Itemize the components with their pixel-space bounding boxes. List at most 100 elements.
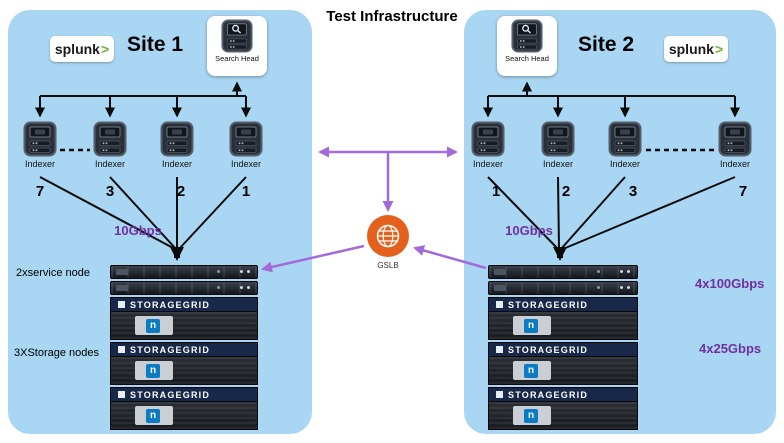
server-icon bbox=[160, 121, 194, 157]
drive-panel: n bbox=[513, 361, 551, 380]
storagegrid-banner: STORAGEGRID bbox=[110, 387, 258, 401]
netapp-logo-mark-icon bbox=[496, 391, 503, 398]
storagegrid-label: STORAGEGRID bbox=[508, 389, 589, 400]
search-head-icon bbox=[221, 19, 253, 53]
netapp-logo-icon: n bbox=[146, 408, 160, 423]
site2-nic-bottom-label: 4x25Gbps bbox=[699, 341, 762, 356]
gslb-label: GSLB bbox=[377, 261, 399, 270]
service-node-server bbox=[488, 265, 638, 279]
server-icon bbox=[541, 121, 575, 157]
site1-search-head: Search Head bbox=[207, 16, 267, 76]
site2-indexer-3: Indexer bbox=[603, 121, 647, 169]
gslb-globe-icon bbox=[367, 215, 409, 257]
site2-indexer-count-3: 3 bbox=[628, 183, 638, 200]
storagegrid-chassis: n bbox=[488, 356, 638, 385]
site1-indexer-3: Indexer bbox=[155, 121, 199, 169]
diagram-title: Test Infrastructure bbox=[326, 8, 458, 25]
storagegrid-node: STORAGEGRID n bbox=[110, 387, 258, 430]
storagegrid-label: STORAGEGRID bbox=[130, 344, 211, 355]
search-head-icon bbox=[511, 19, 543, 53]
site2-indexer-4: Indexer bbox=[713, 121, 757, 169]
indexer-label: Indexer bbox=[161, 159, 193, 169]
search-head-label: Search Head bbox=[505, 54, 549, 63]
server-icon bbox=[608, 121, 642, 157]
server-icon bbox=[23, 121, 57, 157]
storagegrid-banner: STORAGEGRID bbox=[488, 387, 638, 401]
splunk-arrow: > bbox=[714, 41, 724, 57]
server-icon bbox=[93, 121, 127, 157]
service-node-server bbox=[488, 281, 638, 295]
site2-indexer-count-4: 7 bbox=[738, 183, 748, 200]
netapp-logo-icon: n bbox=[524, 408, 538, 423]
netapp-logo-mark-icon bbox=[118, 346, 125, 353]
storagegrid-chassis: n bbox=[488, 311, 638, 340]
site2-indexer-2: Indexer bbox=[536, 121, 580, 169]
storagegrid-chassis: n bbox=[110, 356, 258, 385]
netapp-logo-mark-icon bbox=[118, 391, 125, 398]
site2-indexer-count-1: 1 bbox=[491, 183, 501, 200]
site1-bandwidth-label: 10Gbps bbox=[114, 223, 162, 238]
service-node-server bbox=[110, 265, 258, 279]
storagegrid-banner: STORAGEGRID bbox=[488, 297, 638, 311]
storagegrid-node: STORAGEGRID n bbox=[110, 342, 258, 385]
storagegrid-banner: STORAGEGRID bbox=[110, 297, 258, 311]
indexer-label: Indexer bbox=[230, 159, 262, 169]
splunk-arrow: > bbox=[100, 41, 110, 57]
storagegrid-banner: STORAGEGRID bbox=[110, 342, 258, 356]
search-head-label: Search Head bbox=[215, 54, 259, 63]
storagegrid-chassis: n bbox=[488, 401, 638, 430]
netapp-logo-icon: n bbox=[146, 363, 160, 378]
netapp-logo-icon: n bbox=[146, 318, 160, 333]
netapp-logo-icon: n bbox=[524, 318, 538, 333]
site1-indexer-count-2: 3 bbox=[105, 183, 115, 200]
storagegrid-banner: STORAGEGRID bbox=[488, 342, 638, 356]
indexer-label: Indexer bbox=[719, 159, 751, 169]
storagegrid-node: STORAGEGRID n bbox=[488, 342, 638, 385]
drive-panel: n bbox=[513, 406, 551, 425]
storagegrid-label: STORAGEGRID bbox=[130, 299, 211, 310]
drive-panel: n bbox=[513, 316, 551, 335]
drive-panel: n bbox=[135, 406, 173, 425]
site1-indexer-count-3: 2 bbox=[176, 183, 186, 200]
netapp-logo-mark-icon bbox=[496, 301, 503, 308]
indexer-label: Indexer bbox=[542, 159, 574, 169]
storagegrid-chassis: n bbox=[110, 311, 258, 340]
site1-title: Site 1 bbox=[127, 33, 184, 56]
server-icon bbox=[229, 121, 263, 157]
storagegrid-label: STORAGEGRID bbox=[508, 299, 589, 310]
site2-nic-top-label: 4x100Gbps bbox=[695, 276, 765, 291]
indexer-label: Indexer bbox=[24, 159, 56, 169]
storagegrid-label: STORAGEGRID bbox=[130, 389, 211, 400]
storagegrid-node: STORAGEGRID n bbox=[488, 297, 638, 340]
server-icon bbox=[718, 121, 752, 157]
indexer-label: Indexer bbox=[609, 159, 641, 169]
site1-indexer-4: Indexer bbox=[224, 121, 268, 169]
site2-title: Site 2 bbox=[578, 33, 635, 56]
storagegrid-label: STORAGEGRID bbox=[508, 344, 589, 355]
drive-panel: n bbox=[135, 361, 173, 380]
splunk-logo: splunk> bbox=[664, 36, 728, 62]
storage-nodes-label: 3XStorage nodes bbox=[14, 347, 100, 359]
storagegrid-node: STORAGEGRID n bbox=[110, 297, 258, 340]
site2-bandwidth-label: 10Gbps bbox=[505, 223, 553, 238]
site2-search-head: Search Head bbox=[497, 16, 557, 76]
netapp-logo-mark-icon bbox=[118, 301, 125, 308]
storagegrid-node: STORAGEGRID n bbox=[488, 387, 638, 430]
service-nodes-label: 2xservice node bbox=[16, 267, 90, 279]
drive-panel: n bbox=[135, 316, 173, 335]
splunk-logo: splunk> bbox=[50, 36, 114, 62]
server-icon bbox=[471, 121, 505, 157]
site1-indexer-1: Indexer bbox=[18, 121, 62, 169]
splunk-wordmark: splunk bbox=[54, 41, 100, 57]
splunk-wordmark: splunk bbox=[668, 41, 714, 57]
site1-indexer-count-4: 1 bbox=[241, 183, 251, 200]
storagegrid-chassis: n bbox=[110, 401, 258, 430]
site2-rack: STORAGEGRID n STORAGEGRID n STORAGEGRID … bbox=[488, 265, 638, 432]
indexer-label: Indexer bbox=[94, 159, 126, 169]
netapp-logo-icon: n bbox=[524, 363, 538, 378]
site1-indexer-count-1: 7 bbox=[35, 183, 45, 200]
site1-indexer-2: Indexer bbox=[88, 121, 132, 169]
service-node-server bbox=[110, 281, 258, 295]
site2-indexer-1: Indexer bbox=[466, 121, 510, 169]
